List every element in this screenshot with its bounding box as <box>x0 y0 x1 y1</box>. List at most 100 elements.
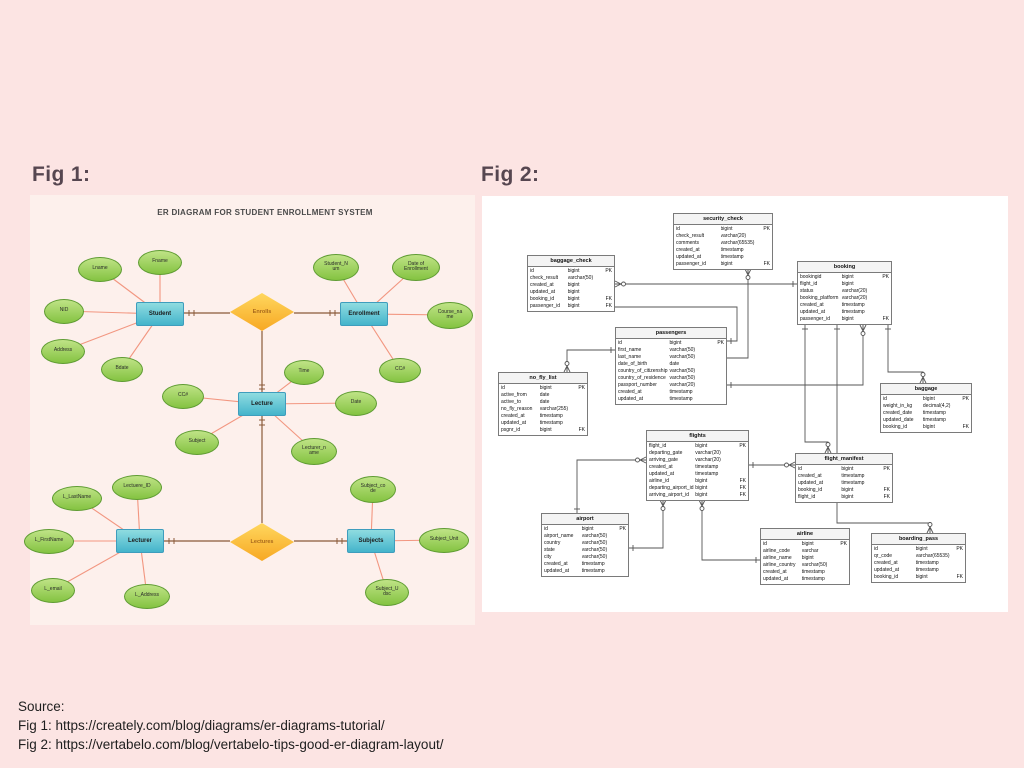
column-type: bigint <box>841 281 854 287</box>
column-key: PK <box>882 274 889 280</box>
column-key <box>880 473 890 480</box>
attribute-subject-unit: Subject_Unit <box>419 527 469 553</box>
column-key <box>736 471 746 478</box>
column-type: varchar(50) <box>669 347 696 353</box>
column-type: varchar(20) <box>841 288 868 294</box>
column-type: date <box>539 399 550 405</box>
column-type: varchar(20) <box>695 457 721 463</box>
attribute-l-address: L_Address <box>124 583 170 609</box>
column-key: FK <box>578 427 585 433</box>
column-name: created_at <box>618 389 642 395</box>
column-key: FK <box>962 424 969 430</box>
column-key: FK <box>739 478 746 484</box>
column-name: flight_id <box>800 281 818 287</box>
column-name: check_result <box>676 233 705 239</box>
column-type: bigint <box>922 396 935 402</box>
column-name: status <box>800 288 814 294</box>
column-key: FK <box>883 487 890 493</box>
column-name: updated_at <box>618 396 644 402</box>
column-key <box>602 275 612 282</box>
column-name: active_to <box>501 399 522 405</box>
column-key: FK <box>763 261 770 267</box>
column-key <box>616 547 626 554</box>
column-type: bigint <box>841 316 854 322</box>
column-type: bigint <box>695 443 708 449</box>
column-key <box>953 560 963 567</box>
attribute-lecturer-n-ame: Lecturer_n ame <box>291 437 337 465</box>
column-name: id <box>618 340 622 346</box>
column-name: flight_id <box>649 443 667 449</box>
entity-lecture: Lecture <box>238 392 286 416</box>
column-name: first_name <box>618 347 642 353</box>
column-type: varchar(65535) <box>720 240 755 246</box>
column-name: country_of_residence <box>618 375 666 381</box>
column-type: varchar <box>801 548 819 554</box>
column-name: country <box>544 540 561 546</box>
column-name: id <box>763 541 767 547</box>
column-key <box>714 354 724 361</box>
column-type: varchar(50) <box>581 533 608 539</box>
column-type: bigint <box>841 487 854 493</box>
column-key: PK <box>717 340 724 346</box>
column-name: booking_id <box>883 424 908 430</box>
column-key <box>837 562 847 569</box>
column-name: flight_id <box>798 494 816 500</box>
table-title-flight_manifest: flight_manifest <box>796 454 892 465</box>
attribute-course-na-me: Course_na me <box>427 301 473 329</box>
column-name: city <box>544 554 552 560</box>
column-type: bigint <box>801 555 814 561</box>
column-name: passenger_id <box>800 316 831 322</box>
attribute-date-of-enrollment: Date of Enrollment <box>392 253 440 281</box>
column-key: FK <box>739 492 746 498</box>
column-key <box>837 569 847 576</box>
fig2-connector-layer <box>563 268 934 563</box>
column-key <box>837 555 847 562</box>
entity-subjects: Subjects <box>347 529 395 553</box>
column-key <box>616 533 626 540</box>
column-key <box>736 464 746 471</box>
attribute-cc: CC# <box>162 383 204 409</box>
source-fig1-url: Fig 1: https://creately.com/blog/diagram… <box>18 718 385 733</box>
column-key <box>736 457 746 464</box>
column-type: timestamp <box>915 567 939 573</box>
column-name: created_at <box>874 560 898 566</box>
fig1-er-diagram: ER DIAGRAM FOR STUDENT ENROLLMENT SYSTEM… <box>24 195 475 625</box>
column-name: airline_id <box>649 478 670 484</box>
column-type: bigint <box>915 574 928 580</box>
column-name: id <box>530 268 534 274</box>
attribute-time: Time <box>284 359 324 385</box>
column-type: timestamp <box>695 471 719 477</box>
column-name: created_date <box>883 410 913 416</box>
column-name: updated_at <box>544 568 570 574</box>
column-type: bigint <box>841 274 854 280</box>
table-title-baggage: baggage <box>881 384 971 395</box>
column-key <box>760 240 770 247</box>
source-block: Source: Fig 1: https://creately.com/blog… <box>18 697 443 754</box>
column-name: updated_at <box>874 567 900 573</box>
